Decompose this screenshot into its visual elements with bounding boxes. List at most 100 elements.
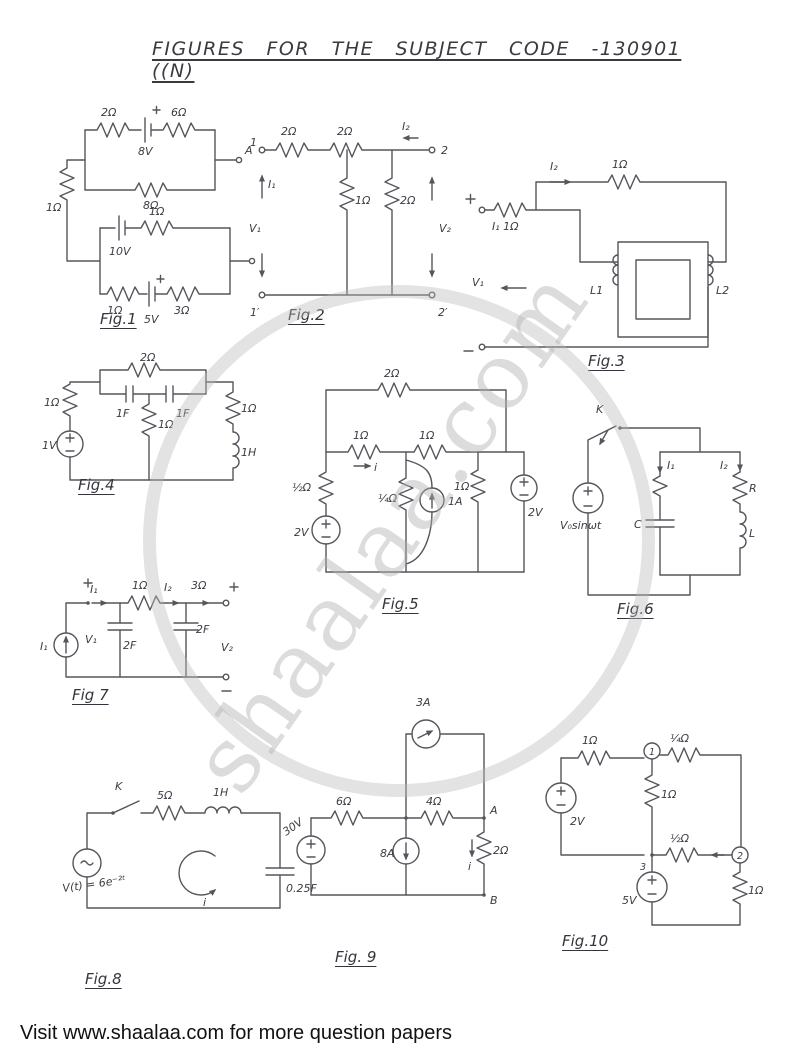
fig9-label-imid: 8A (380, 847, 395, 860)
fig3-wires (463, 174, 727, 352)
fig2-label-v2: V₂ (439, 222, 452, 235)
fig8-label-src: V(t) = 6e⁻²ᵗ (62, 873, 127, 895)
fig7-circuit-drawing: I₁ I₁ 1Ω I₂ 3Ω V₁ 2F 2F V₂ (40, 578, 239, 692)
fig4-circuit-drawing: 1Ω 2Ω 1F 1F 1Ω 1V 1Ω 1H (42, 351, 257, 481)
fig10-label-rtr: ¼Ω (670, 732, 690, 745)
page-title: FIGURES FOR THE SUBJECT CODE -130901 ((N… (152, 38, 682, 82)
fig4-label-src: 1V (42, 439, 58, 452)
fig6-caption: Fig.6 (617, 600, 654, 618)
fig5-label-isrc: 1A (448, 495, 463, 508)
fig2-label-t2p: 2′ (438, 306, 448, 319)
fig5-label-rright: 1Ω (454, 480, 470, 493)
fig6-label-i1: I₁ (667, 459, 675, 472)
fig10-wires (545, 742, 749, 926)
fig7-label-i2: I₂ (164, 581, 172, 594)
fig1-label-r3: 8Ω (143, 199, 159, 212)
fig10-label-rbr: 1Ω (748, 884, 764, 897)
fig10-label-rmid: 1Ω (661, 788, 677, 801)
fig3-label-i2: I₂ (550, 160, 558, 173)
fig6-label-c: C (634, 518, 642, 531)
fig6-label-i2: I₂ (720, 459, 728, 472)
fig6-circuit-drawing: K V₀sinωt I₁ C I₂ R L (560, 403, 757, 596)
fig5-circuit-drawing: 2Ω 1Ω i 1Ω ½Ω 2V ¼Ω 1A 1Ω 2V (292, 367, 544, 573)
fig9-label-rr: 4Ω (426, 795, 442, 808)
fig1-label-r5: 1Ω (107, 304, 123, 317)
fig2-label-i2: I₂ (402, 120, 410, 133)
fig9-wires (296, 719, 492, 897)
fig2-label-v1: V₁ (249, 222, 261, 235)
fig10-label-n1: 1 (649, 747, 655, 758)
fig5-caption: Fig.5 (382, 595, 419, 613)
fig8-label-k: K (115, 780, 123, 793)
fig2-label-t1: 1 (250, 136, 257, 149)
fig1-label-r1: 2Ω (101, 106, 117, 119)
fig8-caption: Fig.8 (85, 970, 122, 988)
fig6-label-l: L (749, 527, 755, 540)
fig2-label-t1p: 1′ (250, 306, 260, 319)
fig5-label-i: i (374, 461, 377, 474)
fig5-label-rleft: ½Ω (292, 481, 312, 494)
fig9-circuit-drawing: 3A 6Ω 4Ω A 30V 8A 2Ω i B (280, 696, 509, 907)
fig7-label-v1: V₁ (85, 633, 97, 646)
fig3-label-rin: I₁ 1Ω (492, 220, 519, 233)
footer-text: Visit www.shaalaa.com for more question … (20, 1022, 453, 1044)
fig5-label-rquarter: ¼Ω (378, 492, 398, 505)
fig8-label-c: 0.25F (286, 882, 317, 895)
fig7-label-isrc: I₁ (40, 640, 48, 653)
fig10-label-rhalf: ½Ω (670, 832, 690, 845)
fig4-label-rm: 1Ω (158, 418, 174, 431)
fig6-wires (572, 425, 748, 596)
fig3-label-l1: L1 (590, 284, 603, 297)
fig2-circuit-drawing: 1 I₁ V₁ 1′ 2Ω 2Ω I₂ 2 1Ω 2Ω V₂ 2′ (249, 120, 452, 319)
fig9-label-na: A (489, 804, 498, 817)
fig1-label-r4: 1Ω (149, 205, 165, 218)
fig9-label-rl: 6Ω (336, 795, 352, 808)
fig10-label-rtl: 1Ω (582, 734, 598, 747)
fig7-label-i1: I₁ (90, 583, 98, 596)
fig7-wires (53, 578, 239, 692)
fig10-label-vbot: 5V (622, 894, 638, 907)
fig8-label-r: 5Ω (157, 789, 173, 802)
fig7-label-c1: 2F (123, 639, 137, 652)
fig3-caption: Fig.3 (588, 352, 625, 370)
fig1-wires (59, 105, 256, 307)
fig3-label-l2: L2 (716, 284, 729, 297)
fig4-label-rr: 1Ω (241, 402, 257, 415)
fig6-label-r: R (749, 482, 757, 495)
fig5-wires (311, 382, 538, 573)
fig2-label-rs2: 2Ω (337, 125, 353, 138)
fig1-label-r2: 6Ω (171, 106, 187, 119)
fig5-label-rt: 2Ω (384, 367, 400, 380)
fig4-label-c2: 1F (176, 407, 190, 420)
fig2-label-rsh2: 2Ω (400, 194, 416, 207)
fig1-label-v8: 8V (138, 145, 154, 158)
fig1-label-termA: A (244, 144, 253, 157)
fig1-circuit-drawing: 2Ω 8V 6Ω 8Ω 1Ω A 10V 1Ω 1Ω 5V 3Ω (46, 105, 256, 326)
fig1-label-rL: 1Ω (46, 201, 62, 214)
fig7-label-rs: 1Ω (132, 579, 148, 592)
fig2-label-rs1: 2Ω (281, 125, 297, 138)
fig4-caption: Fig.4 (78, 476, 115, 494)
fig3-circuit-drawing: I₂ 1Ω I₁ 1Ω V₁ L1 L2 (463, 158, 729, 352)
fig4-label-c1: 1F (116, 407, 130, 420)
fig6-label-src: V₀sinωt (560, 519, 602, 532)
fig4-label-rl: 1Ω (44, 396, 60, 409)
fig2-caption: Fig.2 (288, 306, 325, 324)
fig3-label-v1: V₁ (472, 276, 484, 289)
fig1-caption: Fig.1 (100, 310, 137, 328)
fig5-label-rm1: 1Ω (353, 429, 369, 442)
fig9-label-i: i (468, 860, 471, 873)
fig8-label-l: 1H (213, 786, 228, 799)
fig2-wires (258, 135, 436, 299)
fig9-label-nb: B (490, 894, 498, 907)
fig10-label-vsrc: 2V (570, 815, 586, 828)
fig10-circuit-drawing: 1Ω 1 ¼Ω 2V 1Ω ½Ω 2 3 5V 1Ω (545, 732, 764, 926)
fig5-label-vleft: 2V (294, 526, 310, 539)
fig8-circuit-drawing: K 5Ω 1H V(t) = 6e⁻²ᵗ i 0.25F (62, 780, 318, 909)
fig9-caption: Fig. 9 (335, 948, 377, 966)
fig2-label-rsh1: 1Ω (355, 194, 371, 207)
fig1-label-v10: 10V (109, 245, 132, 258)
fig8-wires (72, 800, 295, 909)
fig6-label-k: K (596, 403, 604, 416)
